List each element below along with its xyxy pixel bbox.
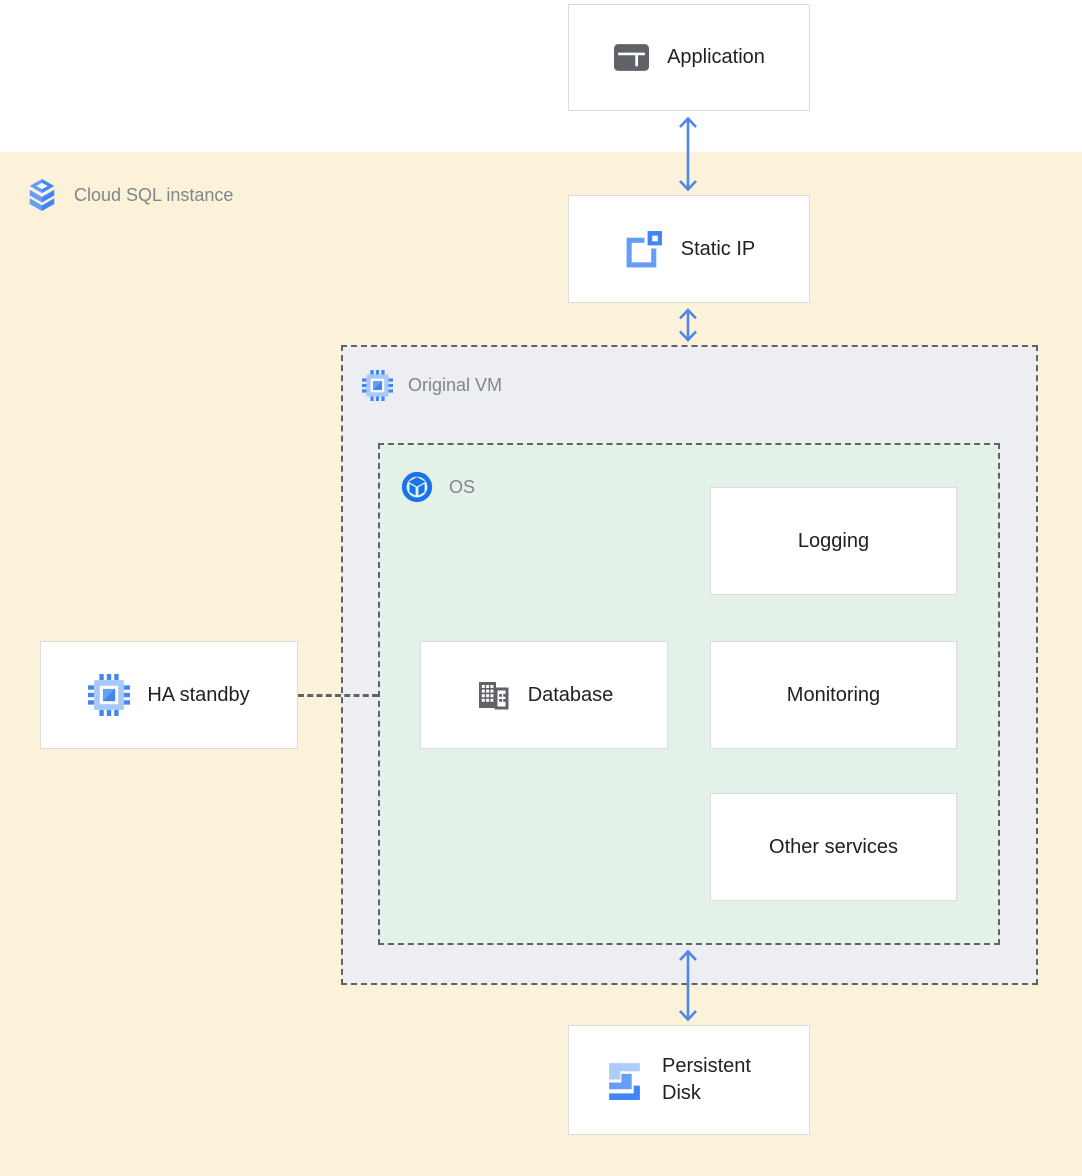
cloud-sql-icon — [25, 178, 59, 212]
monitoring-label: Monitoring — [786, 683, 881, 706]
arrow-os-disk — [679, 949, 697, 1022]
static-ip-label: Static IP — [680, 237, 756, 260]
node-database: Database — [420, 641, 668, 749]
node-ha-standby: HA standby — [40, 641, 298, 749]
compute-chip-icon — [362, 370, 393, 401]
ha-standby-label: HA standby — [147, 683, 250, 706]
persistent-disk-icon — [604, 1060, 645, 1101]
compute-chip-icon — [88, 674, 131, 716]
os-cube-icon — [400, 470, 434, 504]
cloud-sql-instance-label: Cloud SQL instance — [74, 184, 234, 205]
cloud-sql-instance-label-group: Cloud SQL instance — [25, 178, 233, 212]
logging-label: Logging — [797, 529, 870, 552]
os-label-group: OS — [400, 470, 475, 504]
dashed-connector-hastandby-os — [298, 694, 378, 697]
application-label: Application — [667, 46, 765, 68]
node-logging: Logging — [710, 487, 957, 595]
arrow-staticip-vm — [679, 308, 697, 342]
arrow-application-staticip — [679, 116, 697, 192]
database-label: Database — [527, 683, 614, 706]
database-building-icon — [475, 677, 511, 713]
os-label: OS — [449, 476, 476, 497]
node-application: Application — [568, 4, 810, 111]
node-persistent-disk: Persistent Disk — [568, 1025, 810, 1135]
static-ip-icon — [623, 228, 664, 270]
node-other-services: Other services — [710, 793, 957, 901]
node-static-ip: Static IP — [568, 195, 810, 303]
application-window-icon — [613, 42, 650, 73]
original-vm-label: Original VM — [408, 375, 503, 395]
other-services-label: Other services — [769, 835, 898, 858]
node-monitoring: Monitoring — [710, 641, 957, 749]
original-vm-label-group: Original VM — [362, 370, 502, 401]
persistent-disk-label: Persistent Disk — [662, 1055, 751, 1104]
